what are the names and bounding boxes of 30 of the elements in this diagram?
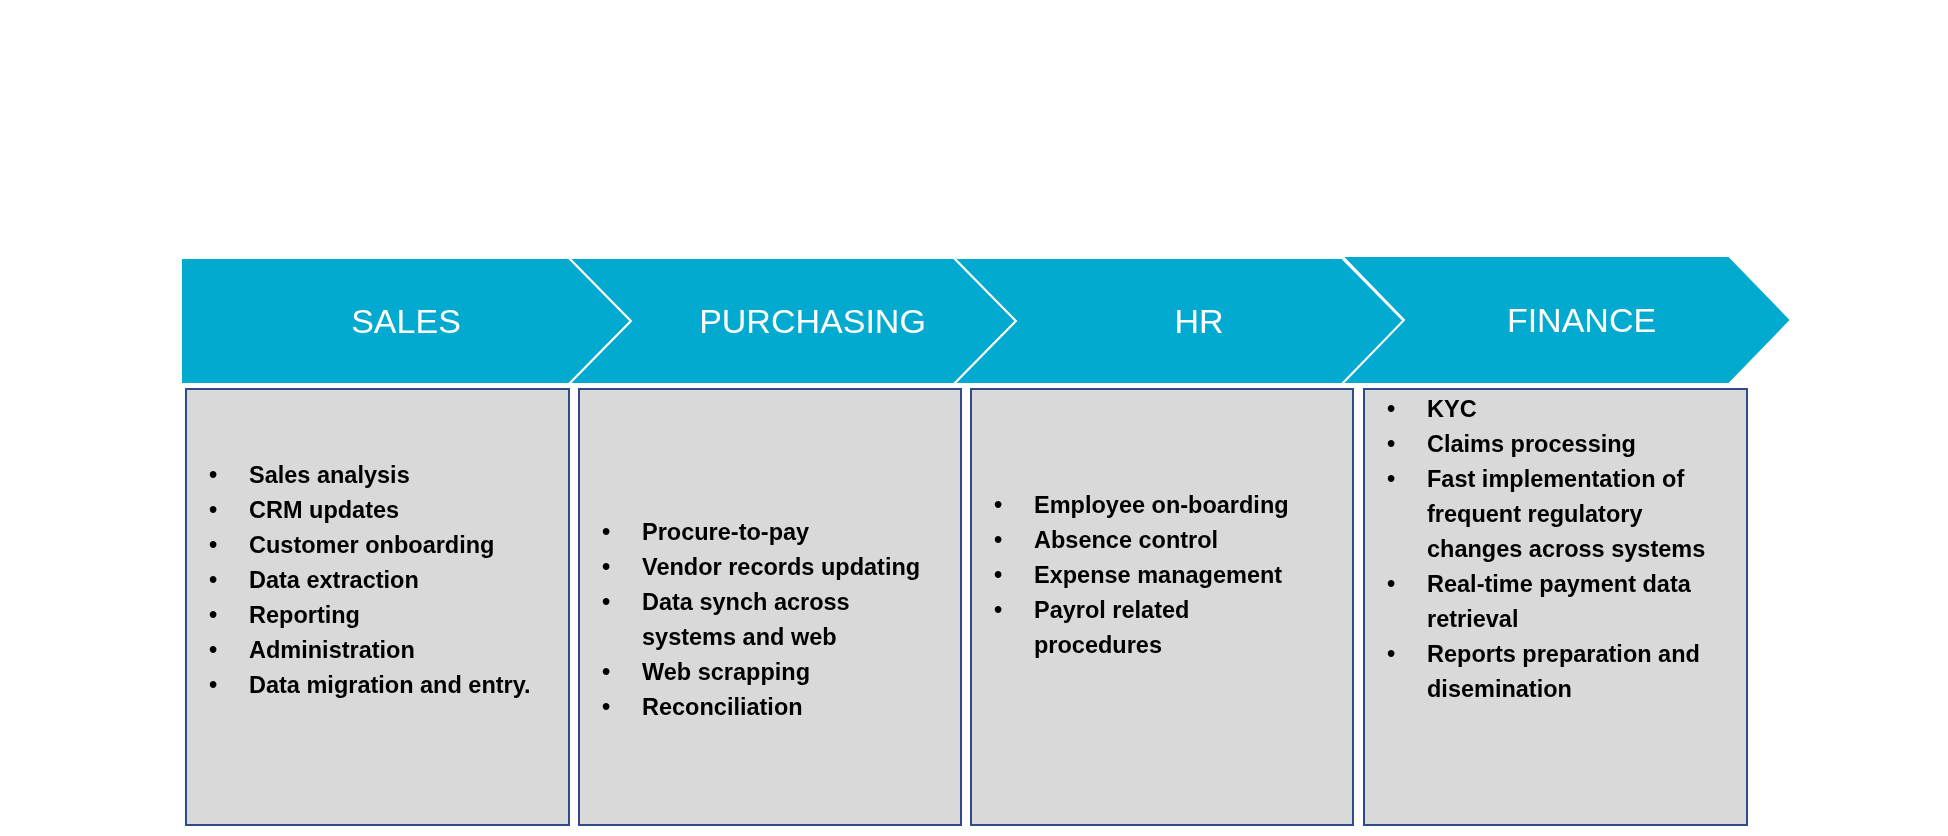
stage-title: PURCHASING (698, 301, 926, 341)
task-item: • Customer onboarding (209, 531, 496, 560)
task-card (970, 388, 1354, 826)
task-item: • Fast implementation of frequent regulatory changes across systems (1387, 465, 1707, 564)
task-item: • Data synch across systems and web (602, 588, 851, 652)
task-item: • Sales analysis (209, 461, 411, 490)
task-item: • Reports preparation and disemination (1387, 640, 1701, 704)
task-item: • Procure-to-pay (602, 518, 811, 547)
task-item: • Expense management (994, 561, 1284, 590)
task-item: • Real-time payment data retrieval (1387, 570, 1692, 634)
task-item: • Reconciliation (602, 693, 804, 722)
task-card (185, 388, 570, 826)
task-card (1363, 388, 1748, 826)
chevron-shape (1339, 255, 1793, 385)
task-item: • Web scrapping (602, 658, 811, 687)
task-item: • Vendor records updating (602, 553, 922, 582)
task-item: • Employee on-boarding (994, 491, 1290, 520)
task-item: • Reporting (209, 601, 361, 630)
task-item: • Data extraction (209, 566, 420, 595)
task-item: • KYC (1387, 395, 1478, 424)
task-item: • Absence control (994, 526, 1220, 555)
task-item: • Data migration and entry. (209, 671, 532, 700)
task-card (578, 388, 962, 826)
task-item: • Administration (209, 636, 416, 665)
task-item: • CRM updates (209, 496, 401, 525)
stage-title: FINANCE (1505, 300, 1657, 340)
stage-title: HR (1173, 301, 1224, 341)
task-item: • Claims processing (1387, 430, 1637, 459)
stage-title: SALES (351, 301, 461, 341)
task-item: • Payrol related procedures (994, 596, 1191, 660)
